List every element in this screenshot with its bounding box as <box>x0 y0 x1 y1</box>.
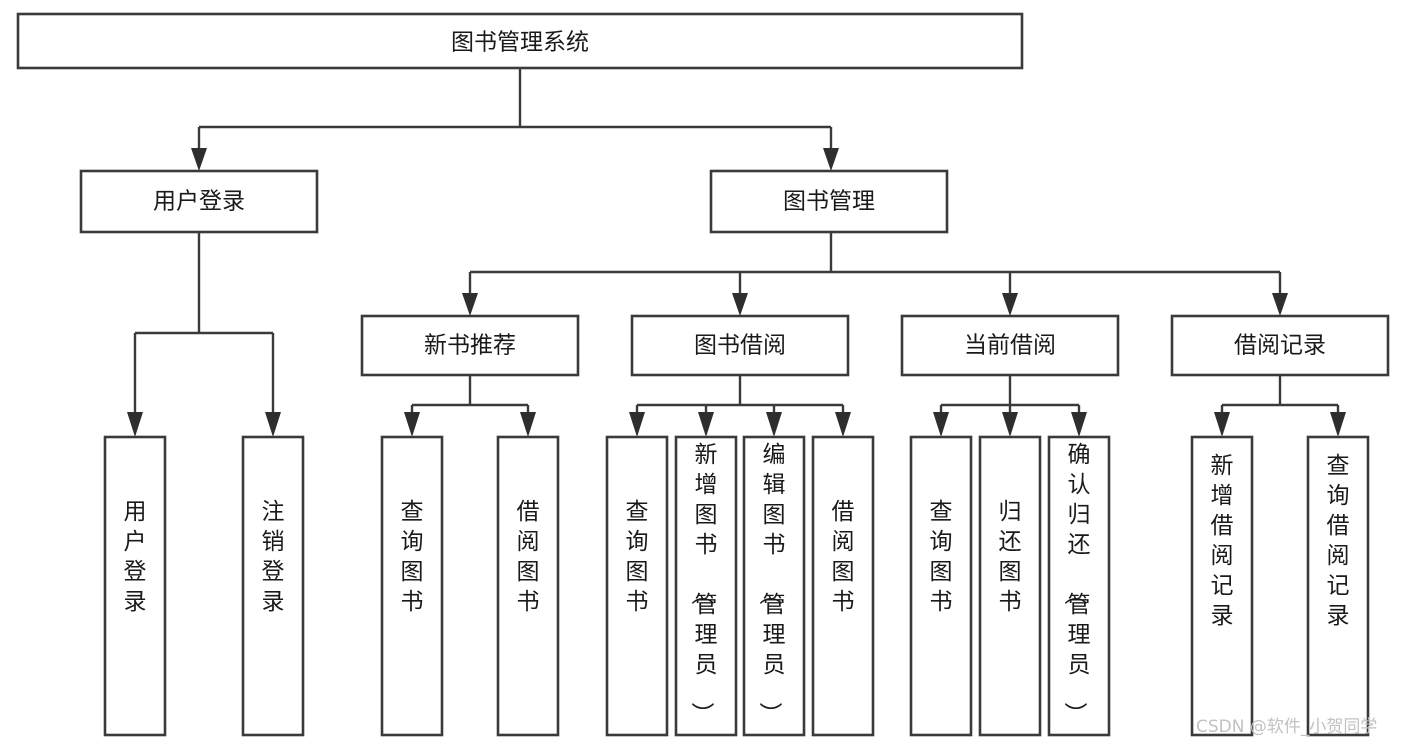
node-book-management[interactable]: 图书管理 <box>709 169 949 234</box>
arrowhead-current-borrow <box>1002 293 1018 316</box>
arrowhead-nbr-query <box>404 412 420 437</box>
node-label-user-login: 用户登录 <box>153 189 245 215</box>
leaf-box-logout[interactable] <box>241 435 305 737</box>
leaf-box-user-login-action[interactable] <box>103 435 167 737</box>
leaf-label-bb-add-book: 新增图书（管理员） <box>689 442 718 725</box>
leaf-node-bb-borrow-book[interactable]: 借阅图书 <box>811 435 875 737</box>
leaf-label-nbr-query-book: 查询图书 <box>401 499 424 615</box>
arrowhead-leaf-logout <box>265 412 281 437</box>
leaf-node-user-login-action[interactable]: 用户登录 <box>103 435 167 737</box>
leaf-box-cb-return-book[interactable] <box>978 435 1042 737</box>
node-label-root: 图书管理系统 <box>451 30 589 56</box>
arrowhead-bb-borrow <box>835 412 851 437</box>
leaf-box-cb-confirm-return[interactable] <box>1047 435 1111 737</box>
leaf-box-nbr-borrow-book[interactable] <box>496 435 560 737</box>
node-root-book-management-system[interactable]: 图书管理系统 <box>16 12 1024 70</box>
leaf-box-br-add-record[interactable] <box>1190 435 1254 737</box>
arrowhead-book-mgmt <box>823 148 839 171</box>
csdn-watermark: CSDN @软件_小贺同学 <box>1196 717 1377 737</box>
arrowhead-br-query <box>1330 412 1346 437</box>
leaf-box-bb-edit-book[interactable] <box>742 435 806 737</box>
leaf-label-nbr-borrow-book: 借阅图书 <box>517 499 540 615</box>
node-borrow-record[interactable]: 借阅记录 <box>1170 314 1390 377</box>
arrowhead-leaf-user-login <box>127 412 143 437</box>
arrowhead-cb-confirm <box>1071 412 1087 437</box>
arrowhead-cb-query <box>933 412 949 437</box>
leaf-box-cb-query-book[interactable] <box>909 435 973 737</box>
node-box-book-management[interactable] <box>709 169 949 234</box>
node-label-current-borrow: 当前借阅 <box>964 333 1056 359</box>
connectors-current-borrow-to-leaves <box>933 375 1087 437</box>
leaf-node-cb-return-book[interactable]: 归还图书 <box>978 435 1042 737</box>
node-label-new-book-recommend: 新书推荐 <box>424 333 516 359</box>
leaf-node-logout[interactable]: 注销登录 <box>241 435 305 737</box>
leaf-node-cb-confirm-return[interactable]: 确认归还（管理员） <box>1047 435 1111 737</box>
leaf-node-nbr-query-book[interactable]: 查询图书 <box>380 435 444 737</box>
leaf-box-bb-borrow-book[interactable] <box>811 435 875 737</box>
node-label-borrow-record: 借阅记录 <box>1234 333 1326 359</box>
leaf-label-cb-confirm-return: 确认归还（管理员） <box>1062 442 1091 725</box>
leaf-box-nbr-query-book[interactable] <box>380 435 444 737</box>
node-box-new-book-recommend[interactable] <box>360 314 580 377</box>
node-box-root[interactable] <box>16 12 1024 70</box>
leaf-box-bb-query-book[interactable] <box>605 435 669 737</box>
leaf-label-cb-query-book: 查询图书 <box>930 499 953 615</box>
node-label-book-borrow: 图书借阅 <box>694 333 786 359</box>
arrowhead-cb-return <box>1002 412 1018 437</box>
connectors-borrow-record-to-leaves <box>1214 375 1346 437</box>
arrowhead-br-add <box>1214 412 1230 437</box>
arrowhead-book-borrow <box>732 293 748 316</box>
leaf-node-bb-query-book[interactable]: 查询图书 <box>605 435 669 737</box>
leaf-label-br-query-record: 查询借阅记录 <box>1327 453 1350 629</box>
node-current-borrow[interactable]: 当前借阅 <box>900 314 1120 377</box>
leaf-node-nbr-borrow-book[interactable]: 借阅图书 <box>496 435 560 737</box>
arrowhead-new-book-rec <box>462 293 478 316</box>
leaf-label-cb-return-book: 归还图书 <box>999 499 1022 615</box>
leaf-node-br-add-record[interactable]: 新增借阅记录 <box>1190 435 1254 737</box>
arrowhead-user-login <box>191 148 207 171</box>
node-box-user-login[interactable] <box>79 169 319 234</box>
arrowhead-bb-query <box>629 412 645 437</box>
leaf-node-bb-add-book[interactable]: 新增图书（管理员） <box>674 435 738 737</box>
arrowhead-bb-add <box>698 412 714 437</box>
node-user-login[interactable]: 用户登录 <box>79 169 319 234</box>
node-label-book-management: 图书管理 <box>783 189 875 215</box>
leaf-label-bb-query-book: 查询图书 <box>626 499 649 615</box>
connectors-new-book-rec-to-leaves <box>404 375 536 437</box>
leaf-label-br-add-record: 新增借阅记录 <box>1211 453 1234 629</box>
leaf-box-bb-add-book[interactable] <box>674 435 738 737</box>
connectors-root-to-level2 <box>191 68 839 171</box>
leaf-node-cb-query-book[interactable]: 查询图书 <box>909 435 973 737</box>
leaf-label-user-login-action: 用户登录 <box>124 499 147 615</box>
node-box-book-borrow[interactable] <box>630 314 850 377</box>
node-box-borrow-record[interactable] <box>1170 314 1390 377</box>
node-new-book-recommend[interactable]: 新书推荐 <box>360 314 580 377</box>
arrowhead-bb-edit <box>766 412 782 437</box>
leaf-node-bb-edit-book[interactable]: 编辑图书（管理员） <box>742 435 806 737</box>
leaf-label-logout: 注销登录 <box>262 499 285 615</box>
leaf-box-br-query-record[interactable] <box>1306 435 1370 737</box>
arrowhead-borrow-record <box>1272 293 1288 316</box>
leaf-label-bb-borrow-book: 借阅图书 <box>832 499 855 615</box>
connectors-book-borrow-to-leaves <box>629 375 851 437</box>
leaf-label-bb-edit-book: 编辑图书（管理员） <box>757 442 786 725</box>
connectors-book-mgmt-to-level3 <box>462 232 1288 316</box>
arrowhead-nbr-borrow <box>520 412 536 437</box>
leaf-node-br-query-record[interactable]: 查询借阅记录 <box>1306 435 1370 737</box>
node-book-borrow[interactable]: 图书借阅 <box>630 314 850 377</box>
connectors-user-login-to-leaves <box>127 232 281 437</box>
node-box-current-borrow[interactable] <box>900 314 1120 377</box>
